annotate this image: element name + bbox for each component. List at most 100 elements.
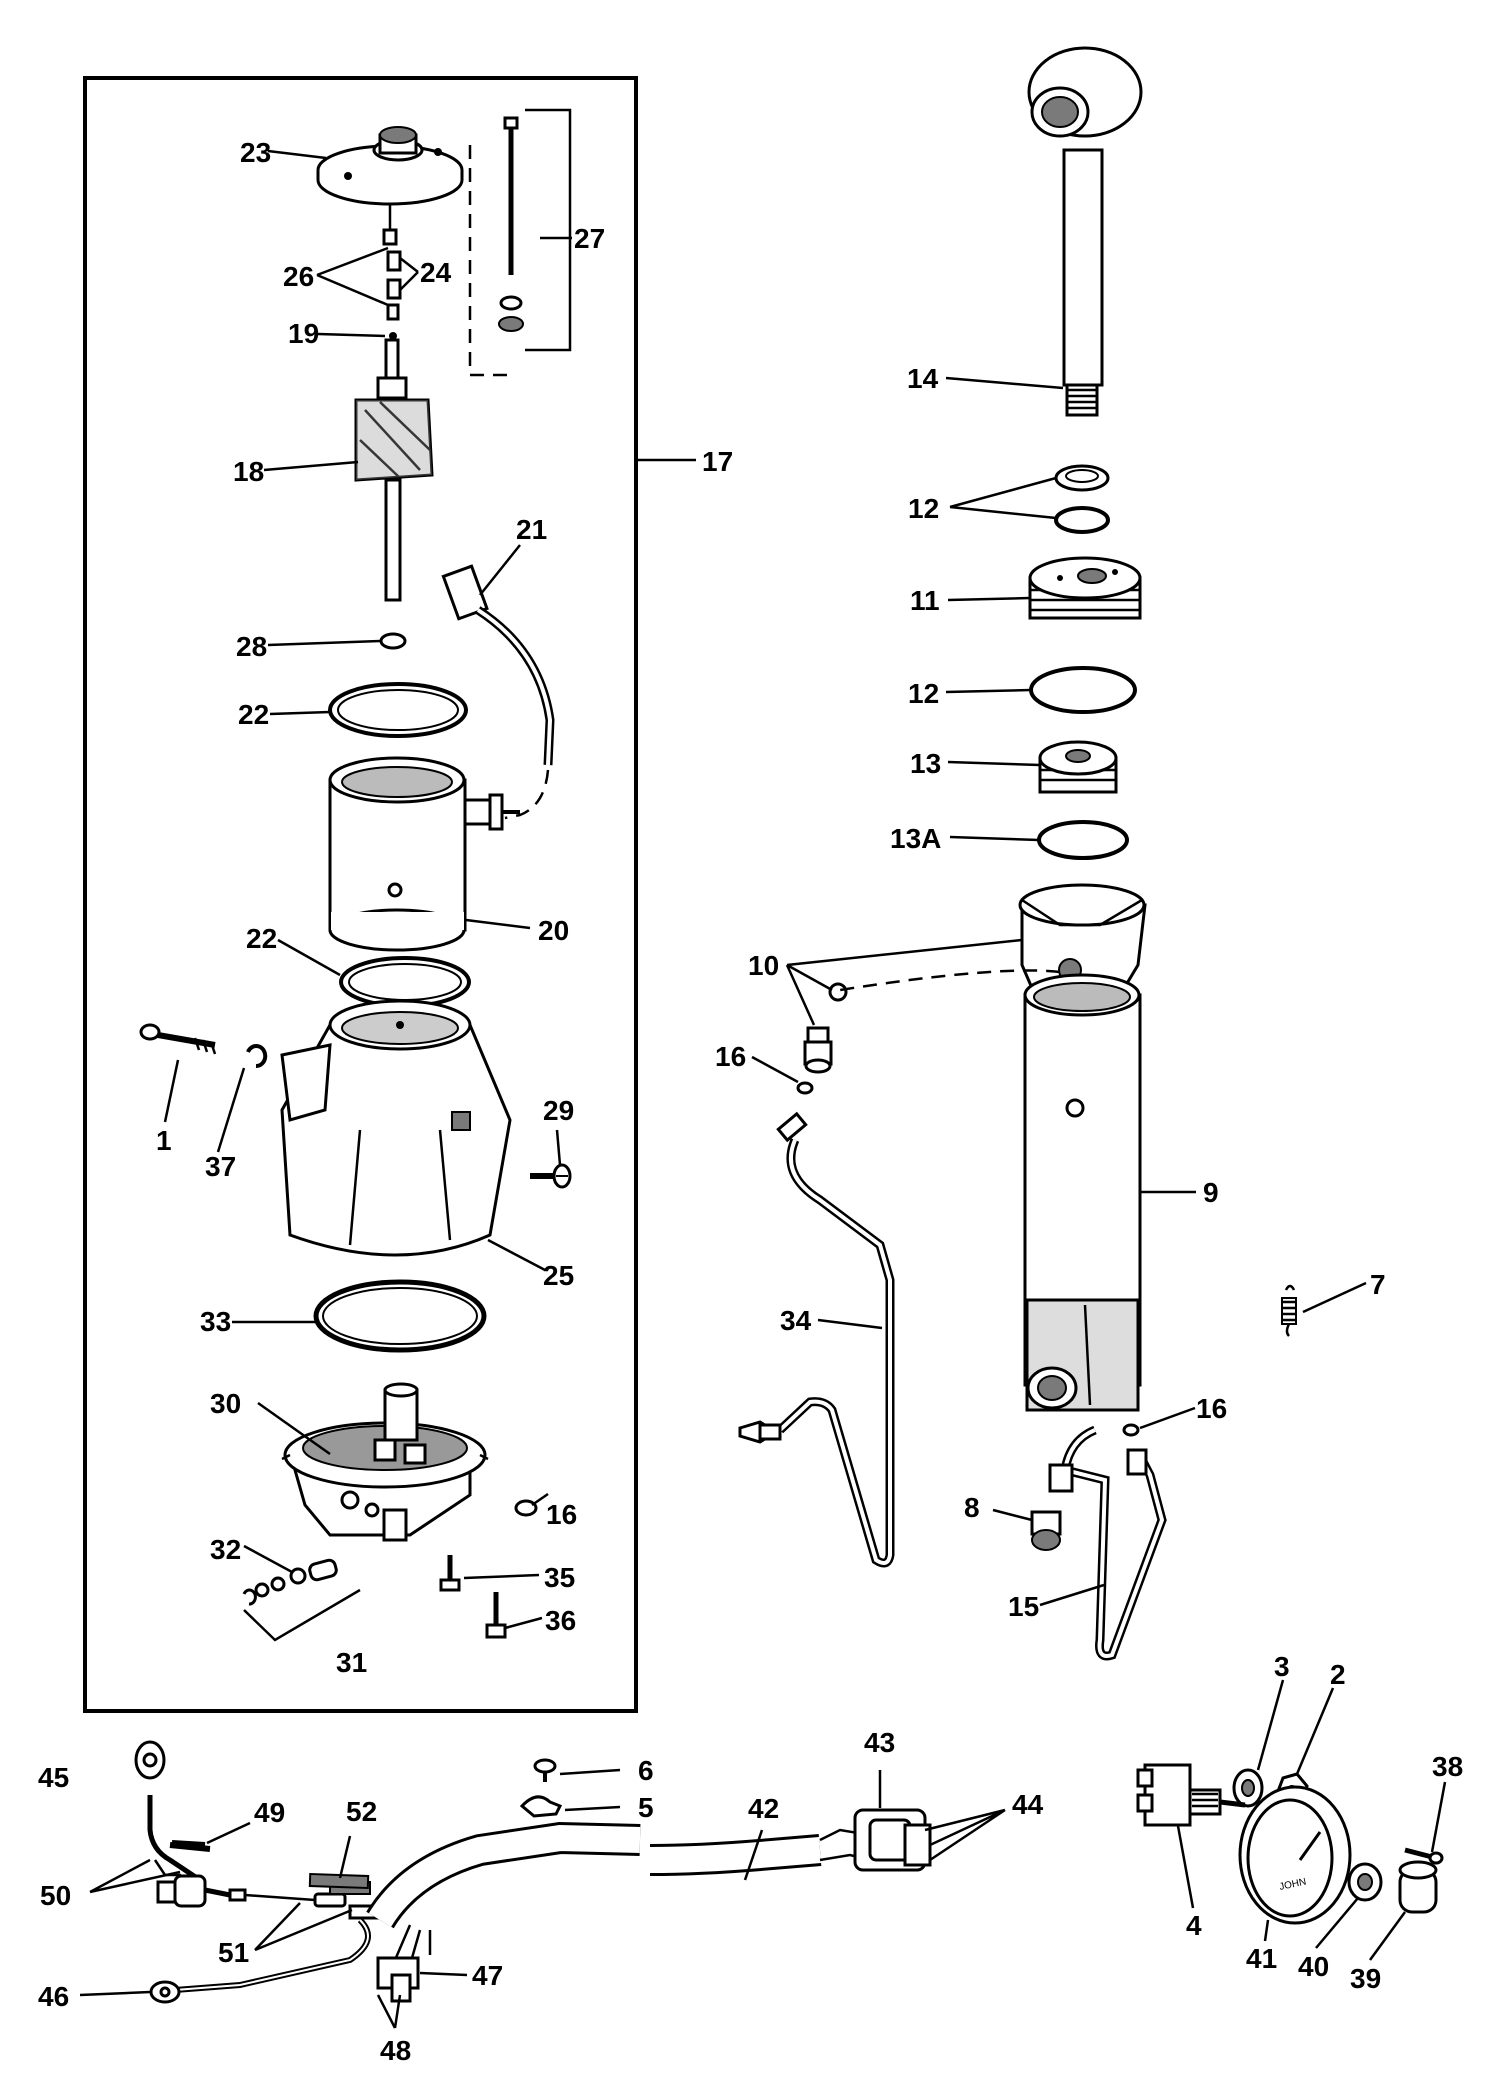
callout-1: 1 xyxy=(156,1125,172,1156)
lead-wire-21 xyxy=(441,564,555,820)
callout-31: 31 xyxy=(336,1647,367,1678)
callout-30: 30 xyxy=(210,1388,241,1419)
tube-34 xyxy=(738,1111,895,1568)
callout-24: 24 xyxy=(420,257,452,288)
reservoir-25 xyxy=(280,999,512,1257)
harness-42 xyxy=(134,1740,932,2004)
callout-50: 50 xyxy=(40,1880,71,1911)
callout-19: 19 xyxy=(288,318,319,349)
lockwasher-37 xyxy=(246,1044,268,1069)
o-ring-22-upper xyxy=(328,682,468,738)
callout-35: 35 xyxy=(544,1562,575,1593)
gland-11 xyxy=(1028,556,1142,620)
screw-49 xyxy=(171,1840,206,1848)
fitting-8 xyxy=(1030,1510,1062,1551)
seal-kit-31 xyxy=(242,1576,361,1642)
o-ring-22-lower xyxy=(339,956,471,1008)
callout-7: 7 xyxy=(1370,1269,1386,1300)
callout-17: 17 xyxy=(702,446,733,477)
washer-28 xyxy=(379,632,407,650)
callout-34: 34 xyxy=(780,1305,812,1336)
callout-10: 10 xyxy=(748,950,779,981)
screw-1 xyxy=(139,1023,217,1055)
o-ring-13a xyxy=(1037,820,1129,860)
leader-lines xyxy=(79,149,1447,2029)
callout-40: 40 xyxy=(1298,1951,1329,1982)
o-ring-33 xyxy=(313,1279,487,1353)
screw-6 xyxy=(533,1758,557,1782)
knob-39 xyxy=(1398,1860,1438,1914)
motor-frame-20 xyxy=(328,756,520,952)
callout-13a: 13A xyxy=(890,823,941,854)
through-bolt-27 xyxy=(468,108,572,377)
callout-43: 43 xyxy=(864,1727,895,1758)
callout-5: 5 xyxy=(638,1792,654,1823)
brush-set-24 xyxy=(382,228,402,340)
callout-4: 4 xyxy=(1186,1910,1202,1941)
callout-51: 51 xyxy=(218,1937,249,1968)
callout-12-upper: 12 xyxy=(908,493,939,524)
nut-3 xyxy=(1232,1768,1264,1808)
switch-4 xyxy=(1136,1763,1246,1827)
callout-47: 47 xyxy=(472,1960,503,1991)
gauge-41: JOHN xyxy=(1238,1785,1352,1925)
callout-48: 48 xyxy=(380,2035,411,2066)
callout-12-lower: 12 xyxy=(908,678,939,709)
callout-33: 33 xyxy=(200,1306,231,1337)
seals-12-upper xyxy=(1054,464,1110,534)
callout-21: 21 xyxy=(516,514,547,545)
o-ring-16-left xyxy=(796,1081,814,1095)
screw-38 xyxy=(1404,1847,1444,1865)
callout-14: 14 xyxy=(907,363,939,394)
fittings-10 xyxy=(803,982,848,1074)
callout-6: 6 xyxy=(638,1755,654,1786)
callout-16-pump: 16 xyxy=(546,1499,577,1530)
pump-30 xyxy=(281,1382,489,1542)
callout-18: 18 xyxy=(233,456,264,487)
screw-35 xyxy=(439,1555,461,1592)
callout-15: 15 xyxy=(1008,1591,1039,1622)
callout-23: 23 xyxy=(240,137,271,168)
callout-28: 28 xyxy=(236,631,267,662)
callout-46: 46 xyxy=(38,1981,69,2012)
armature-18 xyxy=(354,338,434,602)
callout-22-upper: 22 xyxy=(238,699,269,730)
callout-32: 32 xyxy=(210,1534,241,1565)
callout-39: 39 xyxy=(1350,1963,1381,1994)
callouts: 23 27 26 24 19 18 17 21 28 22 20 22 1 37… xyxy=(38,137,1463,2066)
end-cap-23 xyxy=(316,126,464,230)
callout-45: 45 xyxy=(38,1762,69,1793)
callout-2: 2 xyxy=(1330,1659,1346,1690)
callout-36: 36 xyxy=(545,1605,576,1636)
callout-41: 41 xyxy=(1246,1943,1277,1974)
callout-42: 42 xyxy=(748,1793,779,1824)
piston-rod-14 xyxy=(1027,46,1143,417)
callout-11: 11 xyxy=(910,585,940,616)
callout-52: 52 xyxy=(346,1796,377,1827)
callout-16-right: 16 xyxy=(1196,1393,1227,1424)
cylinder-9 xyxy=(1023,973,1142,1412)
callout-29: 29 xyxy=(543,1095,574,1126)
callout-49: 49 xyxy=(254,1797,285,1828)
o-ring-16-right xyxy=(1122,1423,1140,1437)
callout-26: 26 xyxy=(283,261,314,292)
assembly-frame xyxy=(83,76,638,1713)
fitting-32 xyxy=(289,1558,338,1585)
tubes-15 xyxy=(1048,1425,1167,1661)
tube-52 xyxy=(308,1872,370,1890)
callout-9: 9 xyxy=(1203,1177,1219,1208)
manifold-10 xyxy=(839,883,1147,997)
nut-40 xyxy=(1347,1862,1383,1902)
callout-37: 37 xyxy=(205,1151,236,1182)
clip-5 xyxy=(519,1795,563,1818)
piston-13 xyxy=(1038,740,1118,794)
callout-8: 8 xyxy=(964,1492,980,1523)
callout-3: 3 xyxy=(1274,1651,1290,1682)
o-ring-16-pump xyxy=(514,1499,538,1517)
spring-7 xyxy=(1281,1284,1297,1337)
callout-25: 25 xyxy=(543,1260,574,1291)
callout-22-lower: 22 xyxy=(246,923,277,954)
callout-16-left: 16 xyxy=(715,1041,746,1072)
